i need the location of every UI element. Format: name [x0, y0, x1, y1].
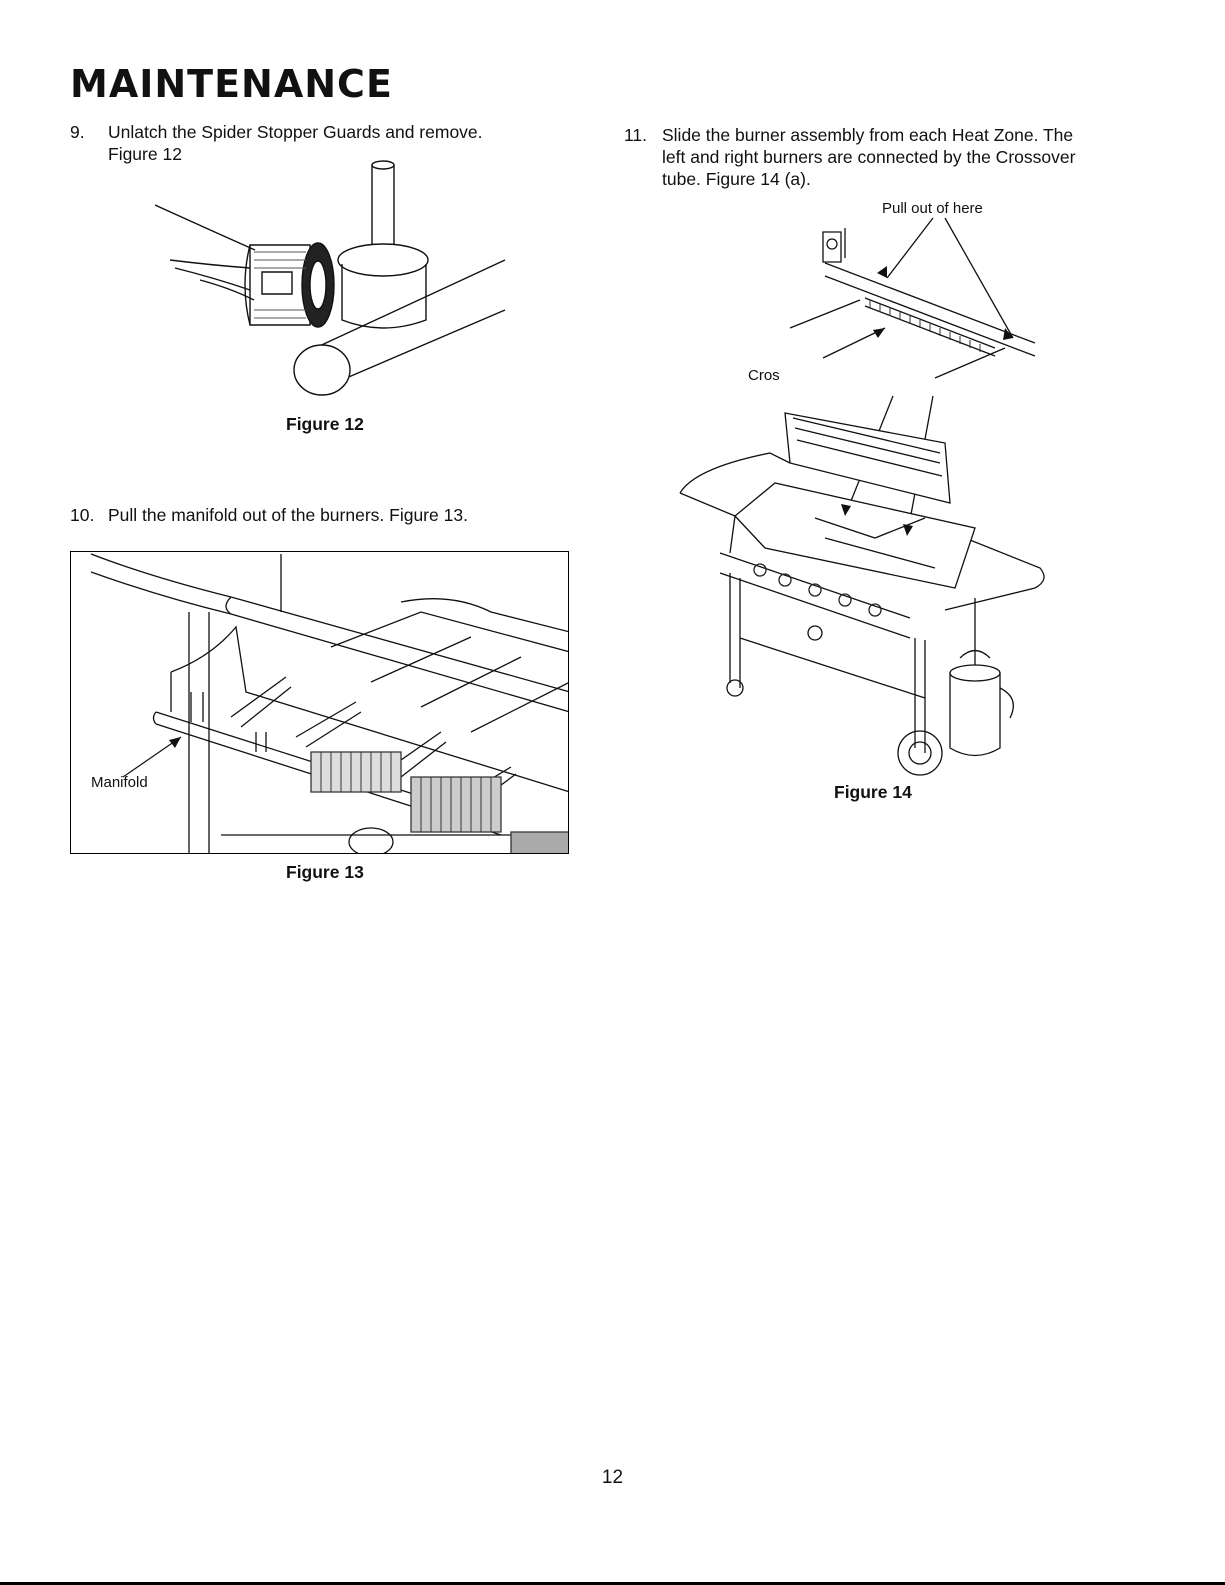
bottom-rule [0, 1582, 1225, 1585]
manifold-label: Manifold [91, 774, 148, 791]
step-text: Slide the burner assembly from each Heat… [662, 125, 1076, 189]
figure-12-illustration [150, 160, 520, 415]
pull-out-label: Pull out of here [882, 200, 983, 217]
step-number: 9. [70, 122, 85, 142]
figure-14-caption: Figure 14 [834, 782, 912, 802]
step-text: Unlatch the Spider Stopper Guards and re… [108, 122, 483, 164]
figure-13-illustration [71, 552, 568, 853]
step-number: 10. [70, 505, 95, 525]
figure-13-frame: Manifold [70, 551, 569, 854]
figure-12-caption: Figure 12 [286, 414, 364, 434]
step-text: Pull the manifold out of the burners. Fi… [108, 505, 468, 525]
figure-14-illustration [675, 218, 1055, 788]
page-title: MAINTENANCE [70, 62, 393, 106]
crossover-label: Cros [748, 367, 780, 384]
step-10: 10. Pull the manifold out of the burners… [70, 504, 590, 528]
step-11: 11. Slide the burner assembly from each … [624, 124, 1164, 194]
figure-13-caption: Figure 13 [286, 862, 364, 882]
step-number: 11. [624, 125, 648, 145]
page-number: 12 [601, 1467, 624, 1488]
step-9: 9. Unlatch the Spider Stopper Guards and… [70, 121, 590, 171]
